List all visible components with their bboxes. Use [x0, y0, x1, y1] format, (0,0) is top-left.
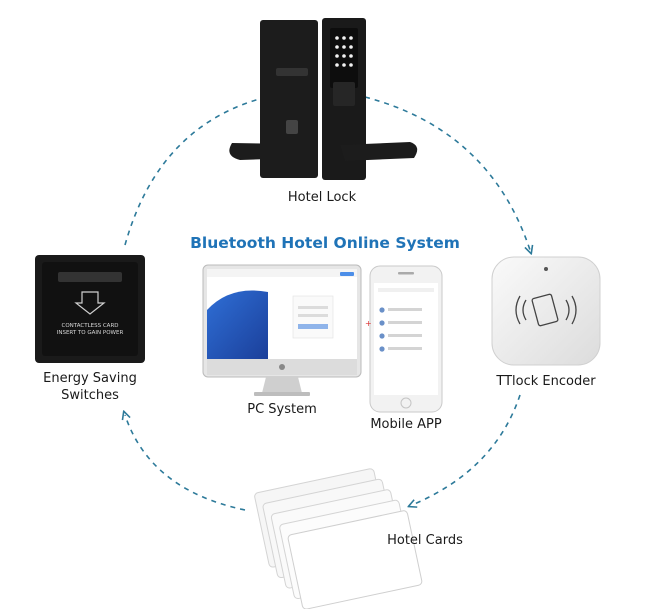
- ttlock-encoder-image: [491, 256, 601, 366]
- switch-text-line2: INSERT TO GAIN POWER: [57, 330, 124, 336]
- energy-switch-image: CONTACTLESS CARD INSERT TO GAIN POWER: [35, 255, 145, 363]
- energy-saving-label-line2: Switches: [61, 388, 119, 403]
- svg-text:+: +: [365, 319, 372, 328]
- ttlock-encoder-label: TTlock Encoder: [496, 374, 596, 389]
- arrow-cards-to-switch: [125, 415, 246, 511]
- hotel-lock-label: Hotel Lock: [287, 190, 357, 205]
- pc-system-image: [202, 264, 362, 396]
- hotel-cards-label: Hotel Cards: [387, 533, 463, 548]
- energy-saving-label-line1: Energy Saving: [43, 371, 137, 386]
- pc-system-label: PC System: [247, 402, 317, 417]
- mobile-app-label: Mobile APP: [370, 417, 442, 432]
- switch-text-line1: CONTACTLESS CARD: [61, 323, 118, 329]
- hotel-cards-image: [254, 468, 423, 609]
- system-title: Bluetooth Hotel Online System: [190, 234, 460, 252]
- arrow-switch-to-lock: [124, 95, 275, 246]
- hotel-lock-image: [229, 18, 418, 180]
- mobile-app-image: +: [365, 265, 443, 413]
- arrow-lock-to-encoder: [364, 96, 530, 250]
